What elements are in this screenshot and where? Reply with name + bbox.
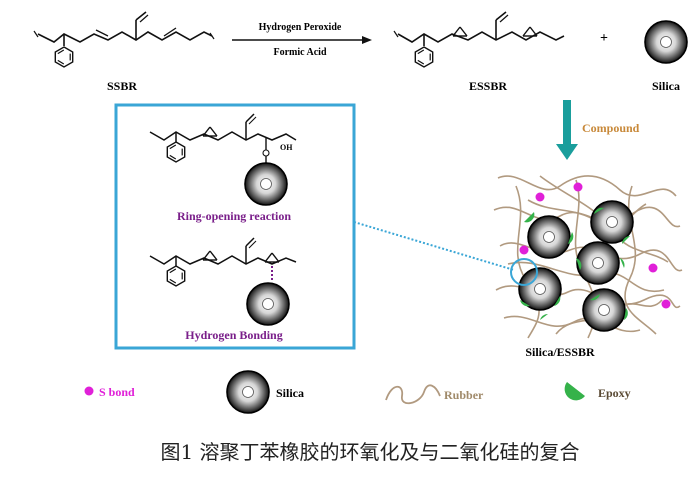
silica-particle-composite [590,200,634,244]
legend-rubber-marker [385,384,441,405]
legend: S bond Silica Rubber Epoxy [84,370,631,414]
zoom-highlight-circle [510,258,538,286]
silica-particle-composite [582,288,626,332]
silica-particle-hydrogen-bonding [246,282,290,326]
hydrogen-bonding-label: Hydrogen Bonding [185,328,282,342]
s-bonds-composite [519,182,671,309]
legend-epoxy-label: Epoxy [598,386,631,400]
essbr-label: ESSBR [469,79,507,93]
legend-s-bond-label: S bond [99,385,135,399]
ring-opening-structure [149,113,297,164]
hydrogen-bonding-structure [149,237,297,287]
compound-arrow [556,100,578,160]
legend-s-bond-marker [84,386,94,396]
silica-top-label: Silica [652,79,680,93]
silica-particle-top [644,20,688,64]
epoxy-groups-composite [520,207,630,320]
mechanism-inset-box [114,103,356,350]
ring-opening-label: Ring-opening reaction [177,209,291,223]
oh-label: OH [280,143,293,152]
legend-epoxy-marker [564,382,585,401]
silica-particle-ring-opening [244,162,288,206]
figure-caption: 图1 溶聚丁苯橡胶的环氧化及与二氧化硅的复合 [160,440,579,464]
silica-particle-composite [576,241,620,285]
reagent-bottom-label: Formic Acid [273,47,326,58]
ssbr-molecule [33,11,215,68]
compound-label: Compound [582,121,640,135]
legend-silica-marker [226,370,270,414]
plus-sign: + [600,31,608,46]
ssbr-label: SSBR [107,79,137,93]
reagent-top-label: Hydrogen Peroxide [259,22,342,33]
essbr-molecule [393,11,565,68]
silica-particle-composite [527,215,571,259]
reaction-arrow [232,36,372,44]
composite-label: Silica/ESSBR [525,345,595,359]
legend-rubber-label: Rubber [444,388,484,402]
legend-silica-label: Silica [276,386,304,400]
zoom-connector-line [353,221,515,271]
